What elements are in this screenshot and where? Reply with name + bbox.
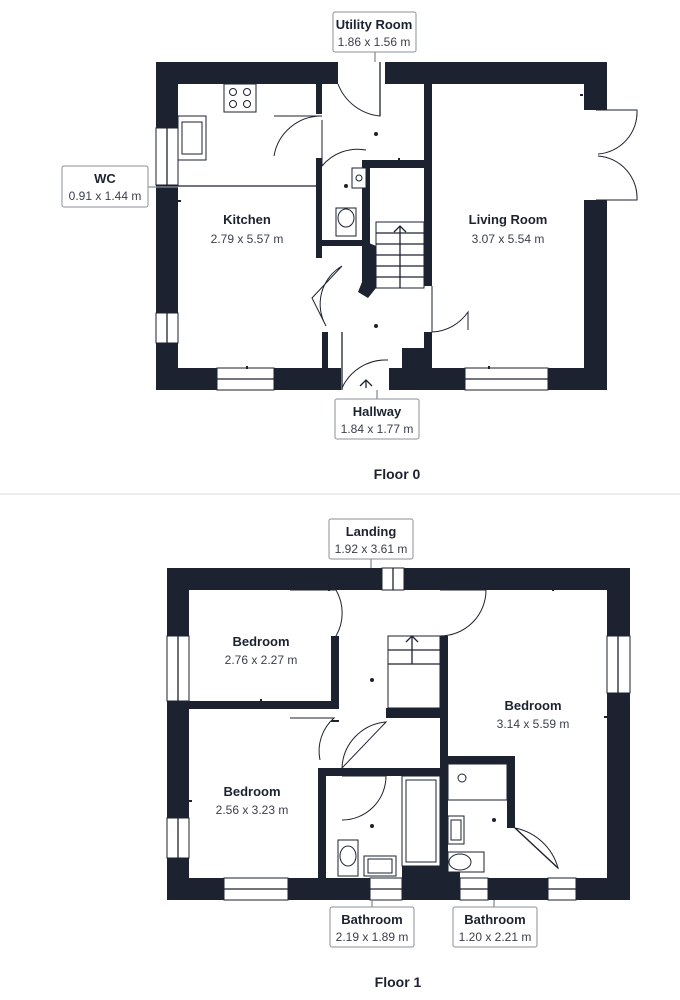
floor-0-interior-walls: [316, 84, 432, 378]
wc-basin-icon: [351, 167, 367, 189]
patio-doors-icon: [596, 109, 638, 201]
wc-name: WC: [94, 171, 116, 186]
kitchen-name: Kitchen: [223, 212, 271, 227]
bathtub-icon: [401, 775, 441, 867]
bathroom-2-callout: Bathroom 1.20 x 2.21 m: [452, 900, 538, 948]
landing-name: Landing: [346, 524, 397, 539]
bathroom-2-basin-icon: [447, 815, 465, 845]
hallway-dims: 1.84 x 1.77 m: [341, 422, 414, 436]
bedroom-1-name: Bedroom: [232, 634, 289, 649]
floor-1-markers: [189, 588, 607, 828]
landing-callout: Landing 1.92 x 3.61 m: [328, 518, 414, 568]
floor-0-doors: [273, 62, 469, 390]
kitchen-dims: 2.79 x 5.57 m: [211, 232, 284, 246]
floor-0-label: Floor 0: [374, 466, 421, 482]
bathroom-1-basin-icon: [363, 855, 397, 877]
bathroom-1-dims: 2.19 x 1.89 m: [336, 930, 409, 944]
wc-callout: WC 0.91 x 1.44 m: [61, 165, 178, 208]
bathroom-1-toilet-icon: [337, 839, 359, 877]
living-room-name: Living Room: [469, 212, 548, 227]
bedroom-3-name: Bedroom: [223, 784, 280, 799]
shower-tray-icon: [447, 763, 508, 801]
utility-room-name: Utility Room: [336, 17, 413, 32]
bathroom-2-dims: 1.20 x 2.21 m: [459, 930, 532, 944]
landing-dims: 1.92 x 3.61 m: [335, 542, 408, 556]
floor-1-outer-walls: [167, 568, 630, 900]
bathroom-2-toilet-icon: [447, 851, 485, 873]
floor-0-stairs-icon: [375, 221, 425, 289]
wc-toilet-icon: [335, 207, 357, 237]
hallway-name: Hallway: [353, 404, 402, 419]
utility-room-dims: 1.86 x 1.56 m: [338, 35, 411, 49]
floor-1-interior-walls: [189, 636, 515, 878]
bedroom-2-dims: 3.14 x 5.59 m: [497, 717, 570, 731]
bathroom-1-callout: Bathroom 2.19 x 1.89 m: [329, 900, 415, 948]
bedroom-3-dims: 2.56 x 3.23 m: [216, 803, 289, 817]
bathroom-1-name: Bathroom: [341, 912, 402, 927]
floor-1-stairs-icon: [387, 635, 441, 709]
bathroom-2-name: Bathroom: [464, 912, 525, 927]
bedroom-2-name: Bedroom: [504, 698, 561, 713]
hallway-callout: Hallway 1.84 x 1.77 m: [334, 390, 420, 440]
wc-dims: 0.91 x 1.44 m: [69, 189, 142, 203]
floor-1-doors: [290, 589, 559, 870]
floor-0-markers: [178, 94, 583, 369]
floor-1-label: Floor 1: [375, 974, 422, 990]
kitchen-sink-icon: [177, 115, 207, 161]
floor-1-plan: Bedroom 2.76 x 2.27 m Bedroom 3.14 x 5.5…: [166, 518, 631, 990]
living-room-dims: 3.07 x 5.54 m: [472, 232, 545, 246]
utility-room-callout: Utility Room 1.86 x 1.56 m: [332, 11, 417, 62]
floor-1-windows: [166, 567, 631, 901]
floor-0-plan: Kitchen 2.79 x 5.57 m Living Room 3.07 x…: [61, 11, 638, 482]
hob-icon: [223, 83, 257, 113]
bedroom-1-dims: 2.76 x 2.27 m: [225, 653, 298, 667]
